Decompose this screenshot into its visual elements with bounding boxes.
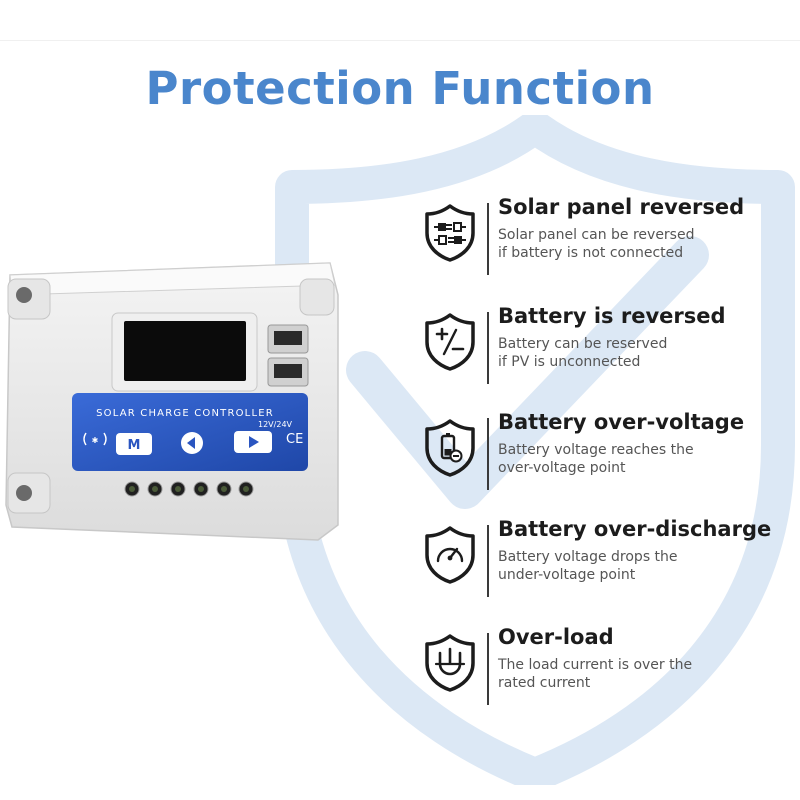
ce-mark: CE [286, 432, 303, 447]
feature-description: Battery voltage drops the under-voltage … [498, 549, 678, 583]
terminal-block [124, 481, 254, 497]
feature-description: The load current is over the rated curre… [498, 657, 693, 691]
feature-divider [487, 418, 489, 490]
background-shield-icon [275, 115, 795, 785]
plug-reverse-icon [425, 204, 475, 262]
feature-title: Solar panel reversed [498, 195, 745, 219]
feature-title: Over-load [498, 625, 614, 649]
top-divider [0, 40, 800, 41]
feature-description: Battery voltage reaches the over-voltage… [498, 442, 694, 476]
panel-label: SOLAR CHARGE CONTROLLER [96, 408, 274, 419]
arrow-right-icon [249, 436, 259, 448]
feature-description: Solar panel can be reversed if battery i… [498, 227, 695, 261]
feature-battery-over-voltage: Battery over-voltage Battery voltage rea… [423, 410, 800, 498]
feature-battery-reversed: Battery is reversed Battery can be reser… [423, 304, 800, 392]
feature-description: Battery can be reserved if PV is unconne… [498, 336, 668, 370]
solar-charge-controller-device: SOLAR CHARGE CONTROLLER 12V/24V CE ✱ M [5, 262, 339, 541]
feature-battery-over-discharge: Battery over-discharge Battery voltage d… [423, 517, 800, 605]
wireless-icon: ✱ [83, 432, 107, 446]
battery-voltage-icon [425, 419, 475, 477]
voltage-label: 12V/24V [258, 420, 293, 429]
plus-minus-icon [425, 313, 475, 371]
svg-text:✱: ✱ [92, 436, 99, 445]
feature-divider [487, 633, 489, 705]
feature-divider [487, 312, 489, 384]
feature-divider [487, 203, 489, 275]
feature-title: Battery is reversed [498, 304, 726, 328]
feature-title: Battery over-discharge [498, 517, 772, 541]
feature-solar-panel-reversed: Solar panel reversed Solar panel can be … [423, 195, 800, 283]
feature-title: Battery over-voltage [498, 410, 745, 434]
feature-divider [487, 525, 489, 597]
menu-button[interactable] [116, 433, 152, 455]
load-icon [425, 634, 475, 692]
arrow-left-icon [187, 437, 195, 449]
feature-over-load: Over-load The load current is over the r… [423, 625, 800, 713]
menu-button-label: M [128, 438, 141, 453]
gauge-icon [425, 526, 475, 584]
page-title: Protection Function [145, 62, 655, 115]
